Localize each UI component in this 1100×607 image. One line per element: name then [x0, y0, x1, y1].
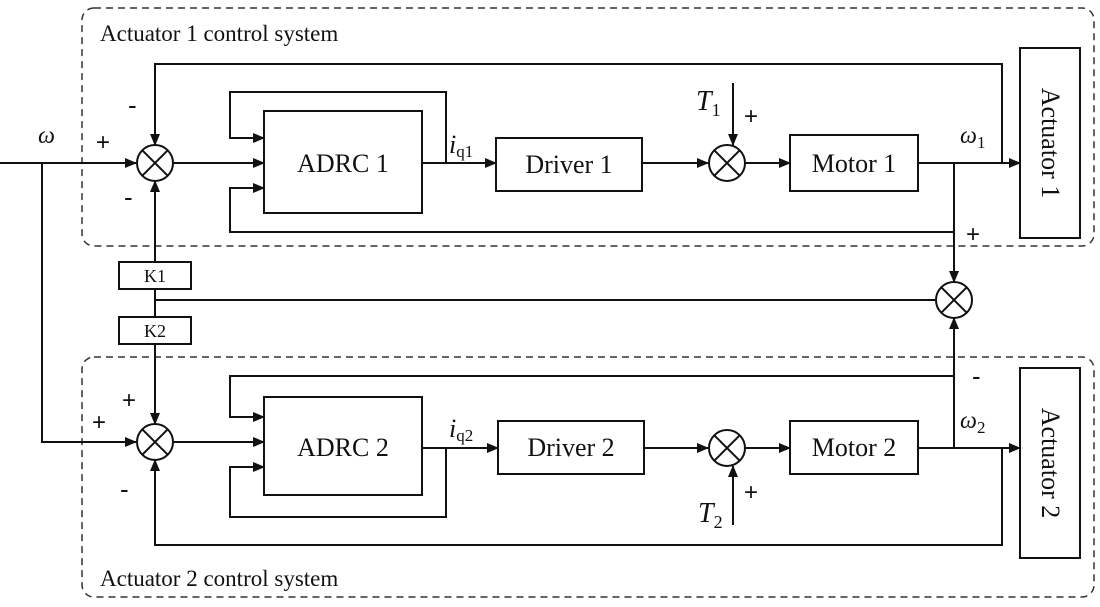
omega2-label: ω2 — [960, 408, 985, 437]
motor2-label: Motor 2 — [812, 433, 897, 462]
omega1-feedback — [150, 63, 1003, 163]
motor1-block — [789, 134, 919, 192]
adrc2-loop-bottom — [229, 448, 447, 518]
error-sum-plus: + — [966, 221, 980, 248]
sum1-minus-top: - — [128, 90, 137, 120]
iq1-label: iq1 — [449, 130, 473, 161]
sum-junction-2 — [708, 144, 746, 182]
k2-label: K2 — [144, 321, 166, 341]
k2-block — [118, 316, 192, 345]
t1-label: T1 — [696, 86, 721, 120]
group2-boundary — [81, 356, 1095, 598]
error-sum-minus: - — [972, 361, 981, 391]
sum3-minus-bottom: - — [120, 474, 129, 504]
adrc1-block — [263, 110, 423, 214]
omega-input-label: ω — [38, 123, 55, 149]
adrc1-loop-bottom — [229, 163, 955, 233]
input-to-sum3 — [41, 163, 137, 447]
sum-junction-3 — [136, 423, 174, 461]
sum1-minus-bottom: - — [124, 182, 133, 212]
driver1-block — [495, 137, 643, 192]
group1-label: Actuator 1 control system — [100, 21, 338, 46]
adrc1-label: ADRC 1 — [297, 149, 389, 178]
sum-junction-4 — [708, 429, 746, 467]
actuator2-label: Actuator 2 — [1036, 408, 1065, 518]
actuator1-label: Actuator 1 — [1036, 88, 1065, 198]
adrc2-label: ADRC 2 — [297, 433, 389, 462]
k1-label: K1 — [144, 266, 166, 286]
driver2-block — [497, 420, 645, 475]
actuator2-block — [1019, 367, 1081, 559]
adrc1-loop-top — [229, 91, 447, 163]
sum1-plus-left: + — [96, 129, 110, 156]
driver1-label: Driver 1 — [525, 150, 612, 179]
sum4-plus: + — [744, 479, 758, 506]
adrc2-loop-top — [229, 375, 954, 422]
actuator1-block — [1019, 47, 1081, 239]
driver2-label: Driver 2 — [527, 433, 614, 462]
group2-label: Actuator 2 control system — [100, 566, 338, 591]
omega2-feedback — [150, 448, 1003, 546]
t2-label: T2 — [698, 498, 723, 532]
motor2-block — [789, 420, 919, 475]
sum-junction-error — [935, 281, 973, 319]
sum3-plus-top: + — [122, 387, 136, 414]
motor1-label: Motor 1 — [812, 149, 897, 178]
sum-junction-1 — [136, 144, 174, 182]
sum3-plus-left: + — [92, 409, 106, 436]
sum2-plus: + — [744, 103, 758, 130]
k1-block — [118, 261, 192, 290]
adrc2-block — [263, 396, 423, 496]
iq2-label: iq2 — [449, 414, 473, 445]
group1-boundary — [81, 7, 1095, 247]
omega1-label: ω1 — [960, 123, 985, 152]
